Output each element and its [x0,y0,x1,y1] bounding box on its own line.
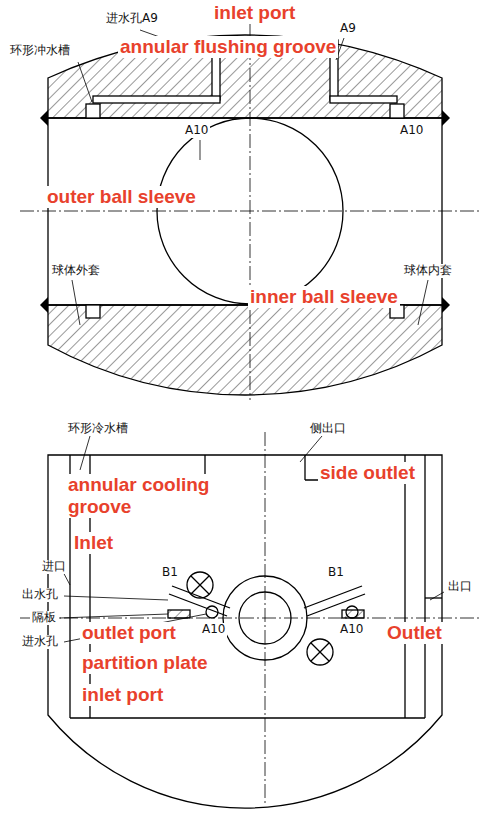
flushing-groove [390,104,404,118]
part-label: B1 [326,566,346,580]
callout-label: annular flushing groove [118,36,338,58]
callout-label: partition plate [80,652,210,674]
part-label: 出口 [446,580,474,594]
part-label: 隔板 [30,611,58,625]
partition-plate [342,610,364,618]
part-label: 球体内套 [402,264,454,278]
part-label: A10 [398,124,425,138]
part-label: 侧出口 [308,422,348,436]
callout-label: annular cooling groove [66,474,220,518]
center-line [20,24,480,400]
callout-label: outer ball sleeve [45,186,198,208]
part-label: 出水孔 [20,588,60,602]
callout-label: side outlet [318,462,417,484]
part-label: A10 [183,124,210,138]
part-label: A9 [338,22,358,36]
part-label: 进水孔A9 [104,12,160,26]
part-label: 环形冷水槽 [66,422,130,436]
part-label: A10 [338,623,365,637]
flushing-groove [86,305,100,318]
lower-shell [48,305,442,395]
callout-label: outlet port [80,622,178,644]
leader-line [60,436,444,642]
flushing-groove [86,104,100,118]
weld [40,110,450,313]
callout-label: inlet port [212,2,297,24]
top-view [20,24,480,400]
hole-b1 [169,586,365,616]
callout-label: inlet port [80,684,165,706]
part-label: 球体外套 [50,264,102,278]
hole-a10 [346,606,358,618]
part-label: 进水孔 [20,635,60,649]
callout-label: inner ball sleeve [248,286,400,308]
body-outline [48,455,442,808]
partition-plate [168,610,190,618]
part-label: 进口 [40,560,68,574]
upper-shell [48,35,442,118]
part-label: B1 [160,566,180,580]
part-label: 环形冲水槽 [8,44,72,58]
section-view [20,432,480,808]
center-line [20,432,480,805]
part-label: A10 [200,623,227,637]
leader-line [72,30,428,325]
callout-label: Outlet [385,622,444,644]
callout-label: Inlet [72,532,115,554]
side-outlet [304,455,305,480]
